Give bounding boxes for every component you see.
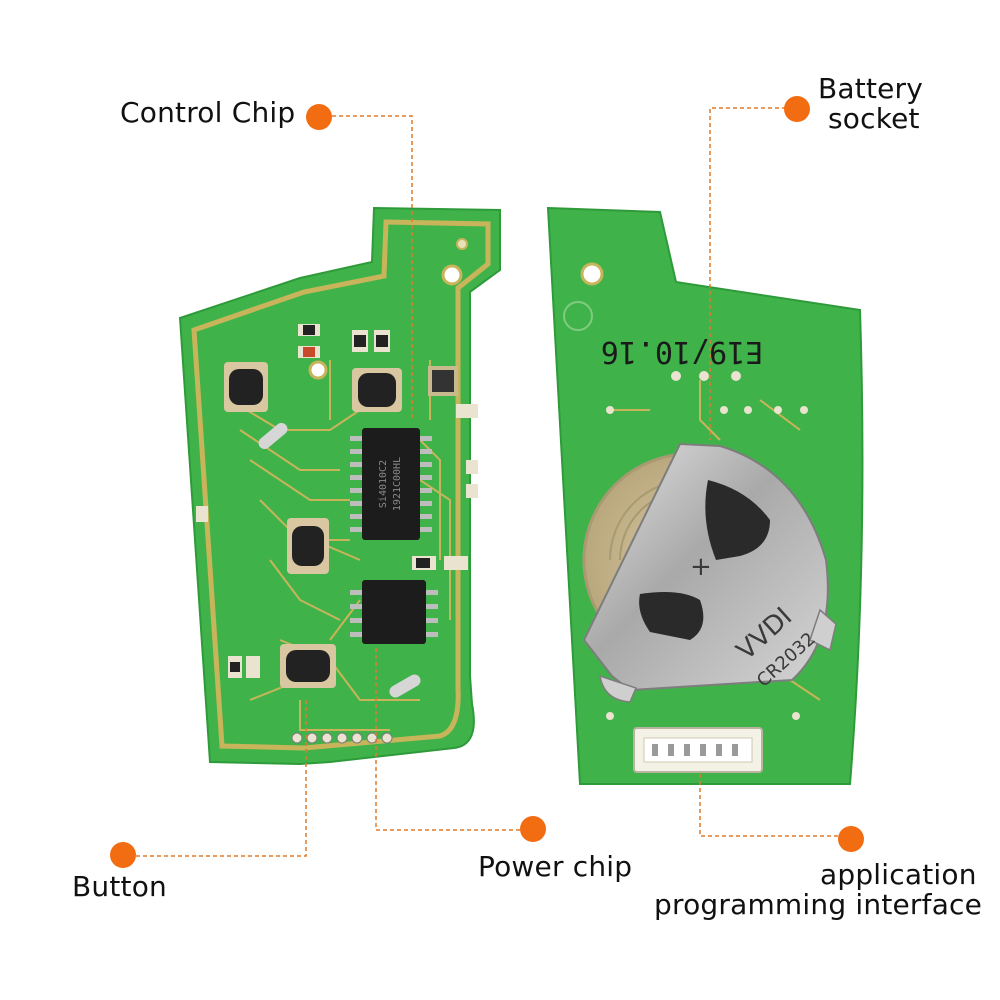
programming-pads (291, 732, 393, 744)
chip-marking-line1: Si4010C2 (378, 460, 389, 508)
callout-leaders (136, 107, 838, 857)
programming-connector (633, 727, 763, 773)
control-chip-callout-dot (306, 104, 332, 130)
tactile-button-4 (280, 644, 336, 688)
tactile-button-3 (287, 518, 329, 574)
button-label: Button (72, 870, 167, 903)
chip-marking-line2: 1921C00HL (392, 457, 403, 511)
pcb-back-board: E19/10.16 + VVDI CR2032 (546, 206, 864, 785)
pcb-front-board: Si4010C2 1921C00HL (178, 206, 501, 766)
control-chip: Si4010C2 1921C00HL (350, 428, 432, 540)
api-label-line1: application (820, 858, 977, 891)
power-chip-callout-dot (520, 816, 546, 842)
battery-socket-label-line1: Battery (818, 72, 924, 105)
date-code: E19/10.16 (601, 334, 764, 369)
tactile-button-2 (352, 368, 402, 412)
smd-components (196, 324, 478, 698)
api-label-line2: programming interface (654, 888, 983, 921)
control-chip-label: Control Chip (120, 96, 296, 129)
battery-socket-label-line2: socket (828, 102, 920, 135)
power-chip (350, 580, 438, 644)
tactile-button-1 (224, 362, 268, 412)
svg-text:+: + (690, 552, 712, 582)
button-callout-dot (110, 842, 136, 868)
api-callout-dot (838, 826, 864, 852)
battery-socket-callout-dot (784, 96, 810, 122)
power-chip-label: Power chip (478, 850, 633, 883)
battery-socket: + VVDI CR2032 (582, 442, 837, 703)
